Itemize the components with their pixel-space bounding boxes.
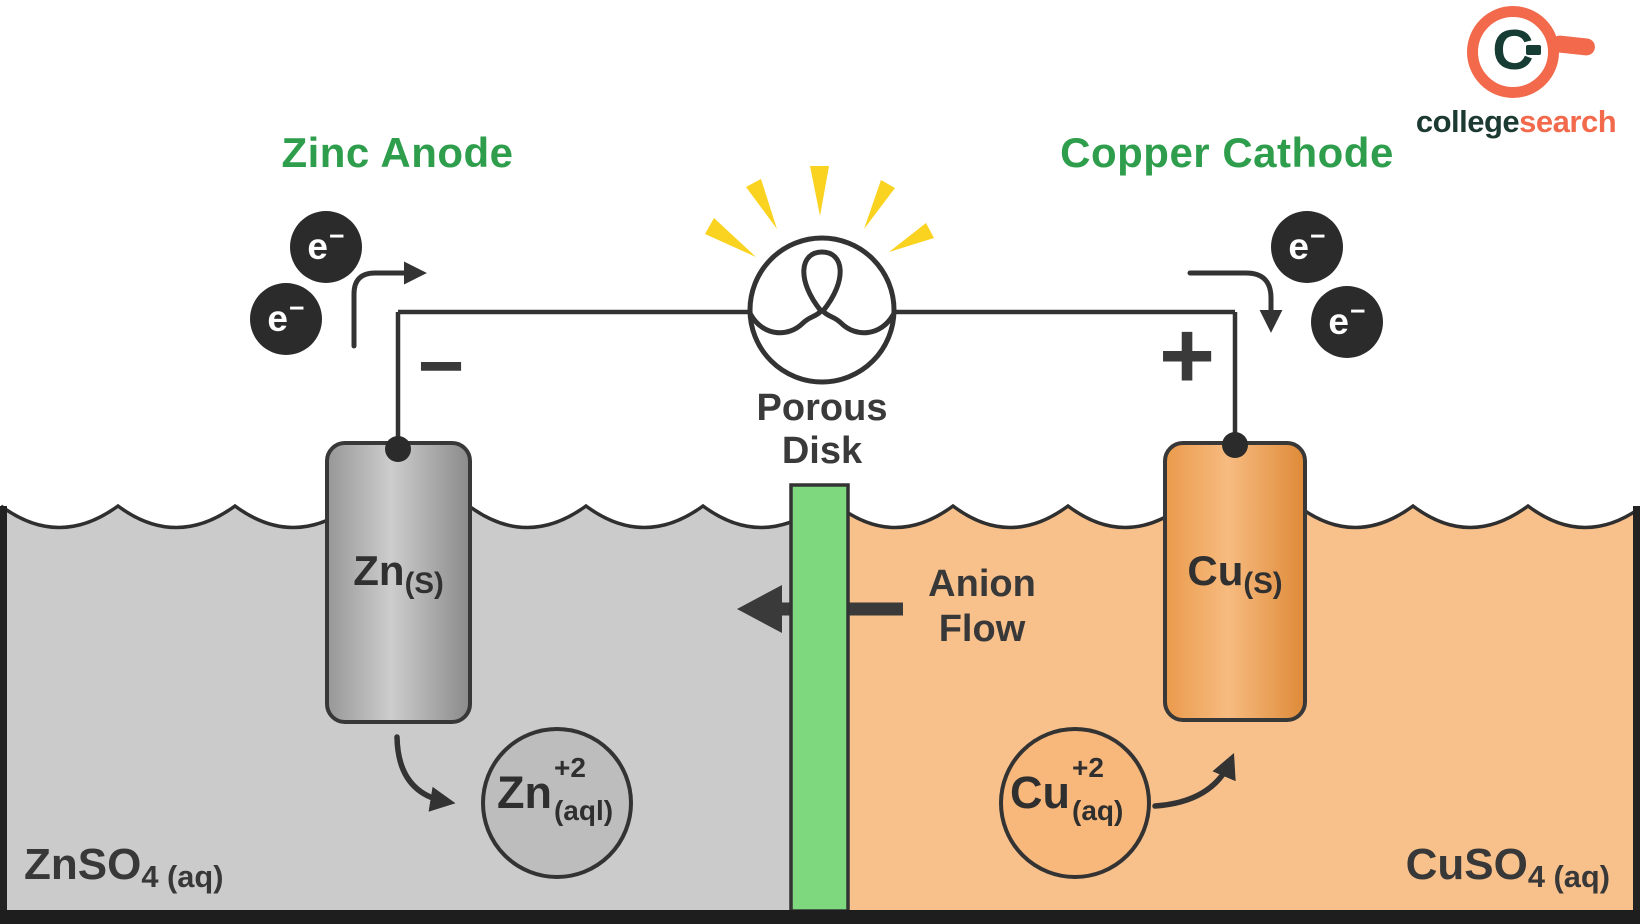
electron-label: e− xyxy=(290,219,362,275)
zinc-state: (S) xyxy=(404,566,444,600)
tank-bottom-border xyxy=(0,910,1640,924)
zinc-ion-charge: +2 xyxy=(553,752,586,783)
electron-symbol: e xyxy=(307,226,328,267)
copper-ion-arrow xyxy=(1152,753,1236,809)
copper-ion-label: Cu +2 (aq) xyxy=(1010,751,1123,825)
zinc-solution-label: ZnSO4 (aq) xyxy=(24,840,223,894)
zinc-ion-label: Zn +2 (aql) xyxy=(497,751,613,825)
zinc-ion-symbol: Zn xyxy=(497,767,552,818)
electron-symbol: e xyxy=(1288,226,1309,267)
minus-terminal: − xyxy=(417,321,465,410)
electron-symbol: e xyxy=(267,298,288,339)
electron-symbol: e xyxy=(1328,301,1349,342)
copper-solution-sub: 4 (aq) xyxy=(1527,859,1610,894)
anion-flow-line1: Anion xyxy=(928,563,1036,605)
zinc-ion-state: (aql) xyxy=(553,795,614,826)
bulb-ray-4 xyxy=(864,180,895,229)
porous-disk-label: Porous Disk xyxy=(737,387,907,473)
electron-badge-left-2 xyxy=(250,283,322,355)
electron-label: e− xyxy=(1311,294,1383,350)
zinc-solution-sub: 4 (aq) xyxy=(141,859,224,894)
electron-label: e− xyxy=(250,291,322,347)
electron-badge-right-1 xyxy=(1271,211,1343,283)
tank-right-border xyxy=(1633,506,1640,924)
plus-terminal: + xyxy=(1158,302,1216,409)
copper-ion-circle xyxy=(999,727,1151,879)
logo-letter-bar xyxy=(1526,45,1541,55)
bulb-ray-3 xyxy=(810,166,829,216)
zinc-electrode-label: Zn(S) xyxy=(327,547,470,600)
zinc-ion-circle xyxy=(481,727,633,879)
zinc-anode-title: Zinc Anode xyxy=(281,129,514,176)
bulb-ray-2 xyxy=(746,179,777,229)
electron-charge: − xyxy=(329,220,345,251)
copper-electrode-label: Cu(S) xyxy=(1165,547,1305,600)
logo-wordmark: collegesearch xyxy=(1398,104,1634,140)
copper-state: (S) xyxy=(1243,566,1283,600)
copper-terminal-dot xyxy=(1222,432,1248,458)
porous-disk xyxy=(789,483,850,913)
tank-left-border xyxy=(0,506,7,924)
zinc-symbol: Zn xyxy=(353,547,405,594)
bulb-filament xyxy=(748,249,896,336)
copper-solution-formula: CuSO xyxy=(1405,840,1528,889)
electron-arrow-right xyxy=(1187,270,1283,333)
anion-flow-line2: Flow xyxy=(938,608,1026,650)
copper-ion-state: (aq) xyxy=(1072,795,1124,826)
electron-charge: − xyxy=(1350,295,1366,326)
electron-charge: − xyxy=(1310,220,1326,251)
electron-label: e− xyxy=(1271,219,1343,275)
electron-badge-right-2 xyxy=(1311,286,1383,358)
bulb-ray-5 xyxy=(889,223,934,252)
copper-cathode-title: Copper Cathode xyxy=(1060,129,1394,176)
logo-word-search: search xyxy=(1519,104,1617,139)
electron-charge: − xyxy=(289,292,305,323)
copper-solution-label: CuSO4 (aq) xyxy=(1330,840,1610,894)
zinc-solution-formula: ZnSO xyxy=(24,840,142,889)
copper-ion-charge: +2 xyxy=(1072,752,1104,783)
copper-symbol: Cu xyxy=(1187,547,1244,594)
copper-ion-symbol: Cu xyxy=(1010,767,1070,818)
porous-disk-line1: Porous xyxy=(756,387,888,429)
bulb-ray-1 xyxy=(705,218,756,257)
anion-arrowhead xyxy=(737,585,782,633)
electron-badge-left-1 xyxy=(290,211,362,283)
anion-flow-label: Anion Flow xyxy=(896,562,1068,652)
zinc-ion-arrow xyxy=(394,734,456,812)
electron-arrow-left xyxy=(351,261,427,349)
zinc-terminal-dot xyxy=(385,436,411,462)
porous-disk-line2: Disk xyxy=(781,430,863,472)
logo-magnifier-ring: C xyxy=(1467,6,1559,98)
logo-word-college: college xyxy=(1415,104,1520,139)
